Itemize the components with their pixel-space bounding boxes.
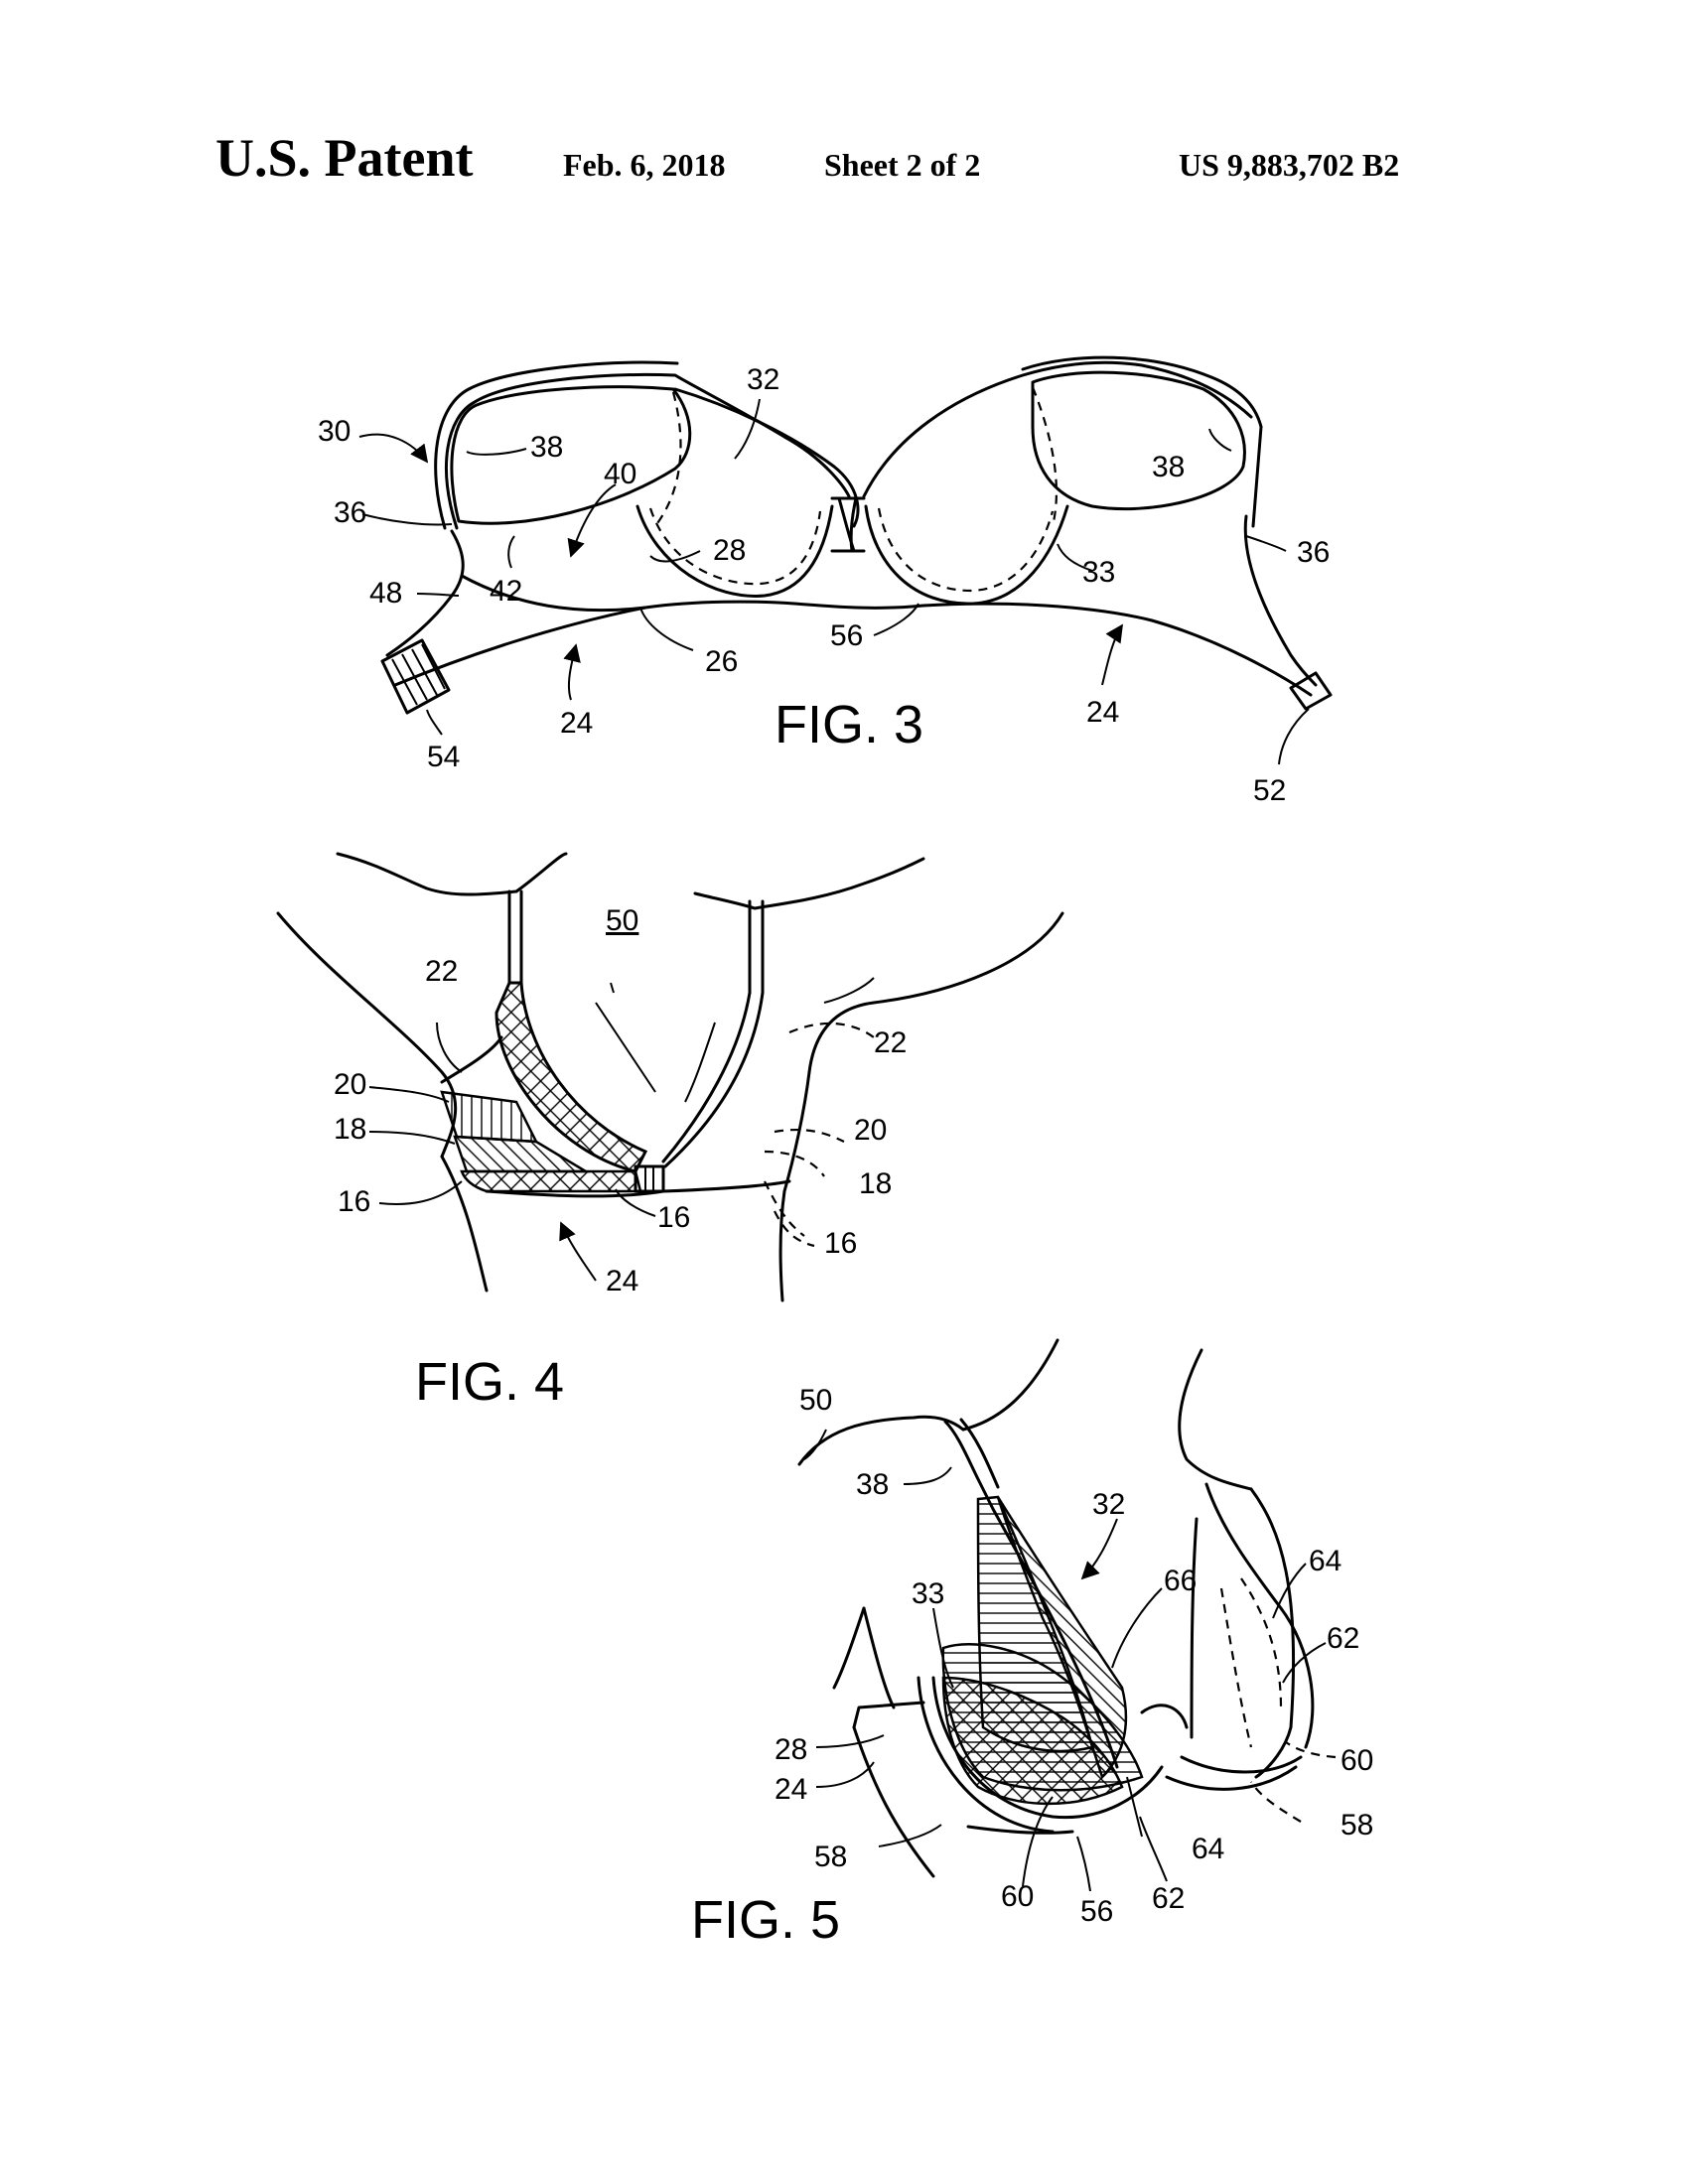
ref-52: 52 xyxy=(1253,774,1286,807)
fig3-caption: FIG. 3 xyxy=(775,695,923,754)
sheet-number: Sheet 2 of 2 xyxy=(824,147,981,183)
ref-60-right: 60 xyxy=(1341,1744,1373,1777)
ref-24-left: 24 xyxy=(560,707,593,740)
ref-38-right: 38 xyxy=(1152,451,1185,483)
ref-58-left: 58 xyxy=(814,1841,847,1873)
ref-38: 38 xyxy=(856,1468,889,1501)
ref-33: 33 xyxy=(912,1577,944,1610)
fig5-caption: FIG. 5 xyxy=(691,1890,840,1950)
ref-32: 32 xyxy=(1092,1488,1125,1521)
ref-28: 28 xyxy=(775,1733,807,1766)
ref-26: 26 xyxy=(705,645,738,678)
ref-62-left: 62 xyxy=(1152,1882,1185,1915)
fig4-caption: FIG. 4 xyxy=(415,1352,564,1412)
ref-36-left: 36 xyxy=(334,496,366,529)
ref-64-left: 64 xyxy=(1192,1833,1224,1865)
figure-4: 50 22 20 18 16 16 24 22 20 18 16 FIG. 4 xyxy=(276,852,1064,1412)
patent-date: Feb. 6, 2018 xyxy=(563,147,726,183)
ref-62-right: 62 xyxy=(1327,1622,1359,1655)
ref-50: 50 xyxy=(606,904,638,937)
ref-40: 40 xyxy=(604,458,636,490)
ref-56: 56 xyxy=(1080,1895,1113,1928)
ref-16-right: 16 xyxy=(824,1227,857,1260)
ref-16-center: 16 xyxy=(657,1201,690,1234)
patent-number: US 9,883,702 B2 xyxy=(1179,147,1400,183)
ref-33: 33 xyxy=(1082,556,1115,589)
ref-20-right: 20 xyxy=(854,1114,887,1147)
ref-54: 54 xyxy=(427,741,460,773)
patent-title: U.S. Patent xyxy=(215,128,474,188)
ref-18-left: 18 xyxy=(334,1113,366,1146)
ref-50: 50 xyxy=(799,1384,832,1417)
ref-36-right: 36 xyxy=(1297,536,1330,569)
ref-22-right: 22 xyxy=(874,1026,907,1059)
ref-22-left: 22 xyxy=(425,955,458,988)
ref-66: 66 xyxy=(1164,1565,1197,1597)
ref-24: 24 xyxy=(775,1773,807,1806)
ref-58-right: 58 xyxy=(1341,1809,1373,1842)
ref-30: 30 xyxy=(318,415,351,448)
ref-16-left: 16 xyxy=(338,1185,370,1218)
ref-64-right: 64 xyxy=(1309,1545,1341,1577)
ref-42: 42 xyxy=(490,575,522,608)
ref-24-right: 24 xyxy=(1086,696,1119,729)
ref-56: 56 xyxy=(830,619,863,652)
figure-5: 50 38 32 33 66 64 62 28 24 60 58 64 58 6… xyxy=(691,1338,1373,1950)
figure-3: 30 38 32 40 36 42 28 48 38 33 36 26 56 2… xyxy=(318,355,1333,807)
ref-48: 48 xyxy=(369,577,402,610)
ref-24: 24 xyxy=(606,1265,638,1297)
ref-38-left: 38 xyxy=(530,431,563,464)
ref-20-left: 20 xyxy=(334,1068,366,1101)
ref-18-right: 18 xyxy=(859,1167,892,1200)
ref-32: 32 xyxy=(747,363,779,396)
ref-28: 28 xyxy=(713,534,746,567)
ref-60-left: 60 xyxy=(1001,1880,1034,1913)
